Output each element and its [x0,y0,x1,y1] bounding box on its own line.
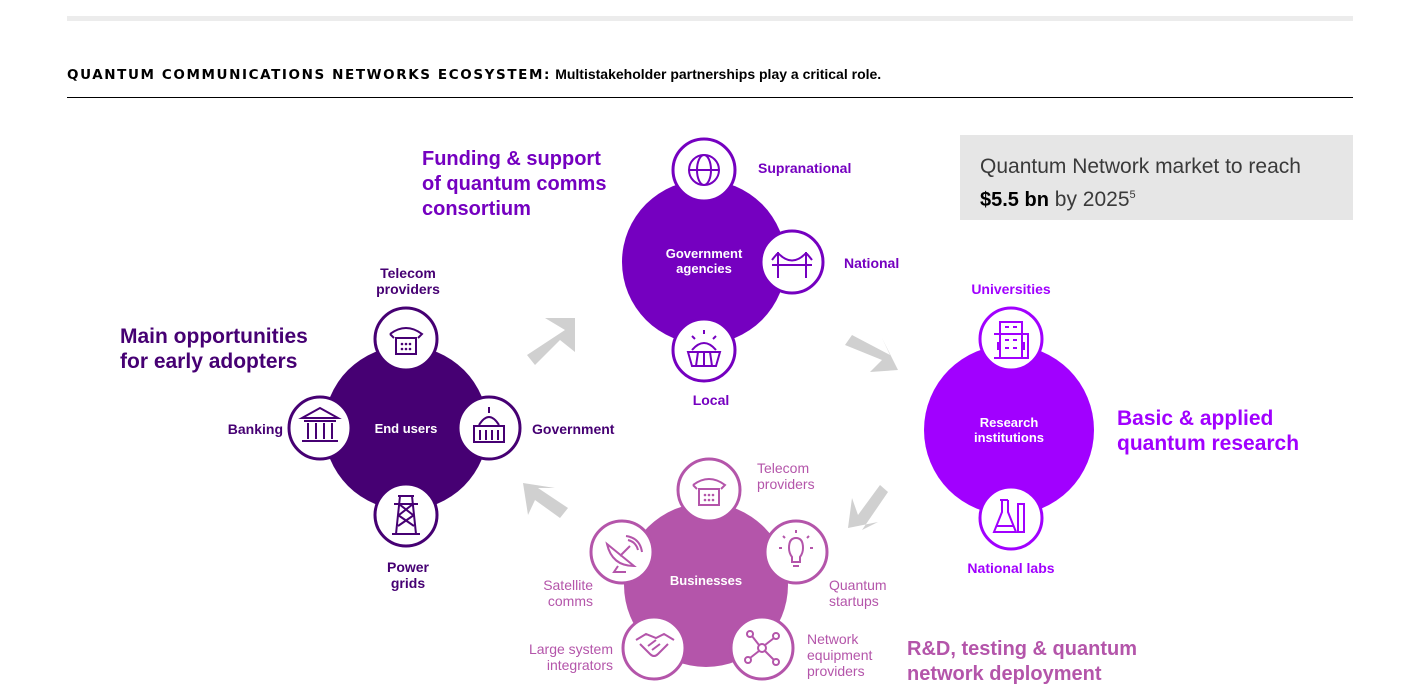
government-label: Government [532,421,615,437]
government-agencies-circle [622,180,786,344]
quantum-startups-label-line2: startups [829,593,879,609]
market-callout: Quantum Network market to reach $5.5 bn … [960,135,1353,220]
universities-label: Universities [971,281,1051,297]
power-grids-label-line2: grids [391,575,425,591]
end-users-telecom-label-line1: Telecom [380,265,436,281]
sun-field-icon [671,317,737,383]
flask-icon [978,485,1044,551]
power-tower-icon [373,482,439,548]
end-users-circle [324,346,488,510]
network-nodes-icon [729,615,795,681]
government-heading-line1: Funding & support [422,148,601,170]
national-labs-label: National labs [967,560,1054,576]
research-heading-line2: quantum research [1117,432,1299,455]
businesses-telecom-label-line1: Telecom [757,460,809,476]
page-heading: QUANTUM COMMUNICATIONS NETWORKS ECOSYSTE… [67,66,1353,98]
handshake-icon [621,615,687,681]
government-heading-line2: of quantum comms [422,173,606,195]
satellite-comms-label-line2: comms [548,593,593,609]
end-users-telecom-label-line2: providers [376,281,440,297]
research-heading-line1: Basic & applied [1117,407,1273,430]
research-center-line2: institutions [974,430,1044,445]
businesses-center-label: Businesses [670,573,742,588]
satellite-dish-icon [589,519,655,585]
network-equipment-label-line1: Network [807,631,859,647]
heading-subtitle: Multistakeholder partnerships play a cri… [555,66,882,82]
power-grids-label-line1: Power [387,559,430,575]
end-users-heading-line2: for early adopters [120,350,297,373]
globe-icon [671,137,737,203]
capitol-icon [456,395,522,461]
businesses-heading-line2: network deployment [907,663,1102,685]
bridge-icon [759,229,825,295]
research-institutions-circle [924,345,1094,515]
local-label: Local [693,392,730,408]
large-system-integrators-label-line1: Large system [529,641,613,657]
telephone-icon [676,457,742,523]
end-users-heading-line1: Main opportunities [120,325,308,348]
government-heading-line3: consortium [422,198,531,220]
telephone-icon [373,306,439,372]
research-center-line1: Research [980,415,1039,430]
callout-value: $5.5 bn [980,189,1049,211]
network-equipment-label-line2: equipment [807,647,872,663]
arrow-to-businesses [848,485,888,530]
businesses-telecom-label-line2: providers [757,476,815,492]
supranational-label: Supranational [758,160,851,176]
top-divider [67,16,1353,21]
quantum-startups-label-line1: Quantum [829,577,887,593]
arrow-to-end-users [523,483,568,518]
businesses-heading-line1: R&D, testing & quantum [907,638,1137,660]
end-users-center-label: End users [375,421,438,436]
network-equipment-label-line3: providers [807,663,865,679]
heading-title: QUANTUM COMMUNICATIONS NETWORKS ECOSYSTE… [67,67,552,83]
bank-icon [287,395,353,461]
arrow-to-research [845,335,898,372]
callout-suffix: by 2025 [1054,188,1130,211]
government-center-line1: Government [666,246,743,261]
callout-line1: Quantum Network market to reach [980,155,1301,178]
large-system-integrators-label-line2: integrators [547,657,613,673]
satellite-comms-label-line1: Satellite [543,577,593,593]
arrow-to-government [527,318,575,365]
lightbulb-icon [763,519,829,585]
building-icon [978,306,1044,372]
government-center-line2: agencies [676,261,732,276]
callout-footnote: 5 [1129,189,1136,201]
national-label: National [844,255,899,271]
banking-label: Banking [228,421,283,437]
